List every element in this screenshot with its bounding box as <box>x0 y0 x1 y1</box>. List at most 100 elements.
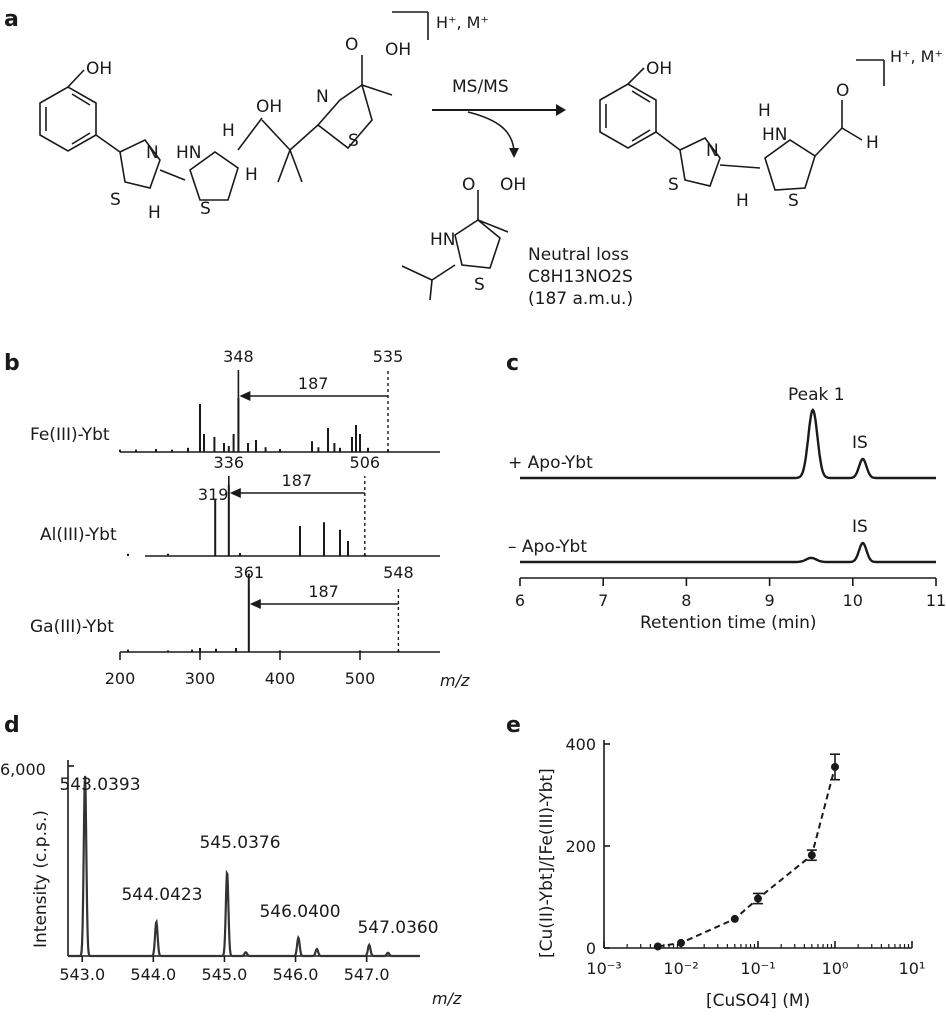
loss-arrow <box>467 111 515 151</box>
atom-h: H <box>245 165 258 185</box>
neutral-loss-structure: HN S O OH <box>401 175 526 301</box>
parent-ion-label: 548 <box>383 563 414 582</box>
atom-s: S <box>474 275 485 295</box>
reaction-arrow-head <box>556 104 566 116</box>
atom-o: O <box>836 81 849 101</box>
ring-double-bond <box>631 129 651 142</box>
atom-h: H <box>758 101 771 121</box>
ring-double-bond <box>71 93 91 106</box>
parent-ion-label: 535 <box>373 347 404 366</box>
series-label-ga: Ga(III)-Ybt <box>30 617 114 637</box>
phenol-ring <box>39 86 97 152</box>
oh-bond <box>627 67 645 85</box>
panel-b-ms-spectra: b Fe(III)-Ybt Al(III)-Ybt Ga(III)-Ybt m/… <box>4 347 470 690</box>
series-label-fe: Fe(III)-Ybt <box>30 425 110 445</box>
is-annotation-minus: IS <box>852 517 868 537</box>
x-tick-label: 10 <box>843 591 863 610</box>
aldehyde-bond <box>814 127 843 157</box>
chain-bond <box>289 124 319 151</box>
atom-h: H <box>148 203 161 223</box>
x-tick-label: 10⁻² <box>663 959 698 978</box>
methyl-bond <box>429 279 433 301</box>
bridge-bond <box>719 164 761 169</box>
x-tick-label: 9 <box>765 591 775 610</box>
atom-s: S <box>110 190 121 210</box>
methyl-bond <box>277 149 291 183</box>
trace-label-minus: – Apo-Ybt <box>508 537 587 557</box>
panel-c-label: c <box>506 351 519 376</box>
atom-oh: OH <box>385 40 411 60</box>
x-tick-label: 8 <box>681 591 691 610</box>
y-axis-label: Intensity (c.p.s.) <box>31 810 51 948</box>
hydroxyl-label: OH <box>86 59 112 79</box>
data-point <box>730 914 739 923</box>
bridge-bond <box>159 169 186 181</box>
neutral-loss-label: 187 <box>308 582 339 601</box>
atom-n: N <box>146 143 159 163</box>
panel-c-chromatogram: c + Apo-Ybt – Apo-Ybt Peak 1 IS IS Reten… <box>506 351 946 633</box>
fragment-label: 348 <box>223 347 254 366</box>
ring-double-bond <box>631 90 651 103</box>
x-axis-label: [CuSO4] (M) <box>706 991 810 1011</box>
chain-bond <box>237 117 263 151</box>
hydroxyl-label: OH <box>646 59 672 79</box>
atom-n: N <box>316 87 329 107</box>
panel-e-scatter: e [Cu(II)-Ybt]/[Fe(III)-Ybt] [CuSO4] (M)… <box>506 713 925 1011</box>
atom-s: S <box>668 175 679 195</box>
y-axis-label: [Cu(II)-Ybt]/[Fe(III)-Ybt] <box>537 768 557 958</box>
x-tick-label: 10¹ <box>899 959 926 978</box>
data-point <box>831 762 839 771</box>
x-tick-label: 10⁻¹ <box>740 959 775 978</box>
product-structure: OH N S H HN S H O H H⁺, M⁺ <box>599 47 943 211</box>
x-tick-label: 10⁰ <box>822 959 849 978</box>
chromatogram-trace <box>520 408 936 480</box>
thiazolidine-ring <box>189 151 239 201</box>
atom-h: H <box>736 191 749 211</box>
is-annotation-plus: IS <box>852 433 868 453</box>
atom-hn: HN <box>762 125 788 145</box>
panel-d-isotope-spectrum: d 6,000 Intensity (c.p.s.) m/z 543.03935… <box>0 713 462 1008</box>
chain-bond <box>261 119 291 151</box>
neutral-loss-mass: (187 a.m.u.) <box>528 289 633 309</box>
x-tick-label: 500 <box>345 669 376 688</box>
atom-s: S <box>788 191 799 211</box>
y-tick-label: 400 <box>565 735 596 754</box>
neutral-loss-arrow-head <box>239 391 251 401</box>
atom-h: H <box>222 121 235 141</box>
loss-arrow-head <box>509 148 519 158</box>
x-tick-label: 300 <box>185 669 216 688</box>
atom-hn: HN <box>176 143 202 163</box>
x-tick-label: 544.0 <box>130 965 176 984</box>
peak-label: 544.0423 <box>121 885 202 905</box>
panel-d-label: d <box>4 713 20 738</box>
aldehyde-bond <box>841 127 863 141</box>
methyl-bond <box>289 149 303 183</box>
thiazolidine-ring <box>764 139 816 191</box>
peak-label: 543.0393 <box>59 775 140 795</box>
parent-ion-label: 506 <box>350 453 381 472</box>
atom-h: H <box>866 133 879 153</box>
x-tick-label: 546.0 <box>273 965 319 984</box>
x-tick-label: 547.0 <box>344 965 390 984</box>
x-axis-label: m/z <box>432 989 462 1008</box>
neutral-loss-title: Neutral loss <box>528 245 629 265</box>
fragment-ring <box>454 219 501 269</box>
atom-oh: OH <box>256 97 282 117</box>
series-label-al: Al(III)-Ybt <box>40 525 117 545</box>
atom-s: S <box>348 131 359 151</box>
thiazoline-ring-2 <box>316 83 373 150</box>
x-tick-label: 543.0 <box>59 965 105 984</box>
ring-double-bond <box>71 132 91 145</box>
neutral-loss-arrow-head <box>229 488 241 498</box>
panel-a: a OH N S H HN S H OH H <box>4 7 943 309</box>
oh-bond <box>67 69 85 88</box>
peak-label: 547.0360 <box>357 918 438 938</box>
peak-label: 545.0376 <box>199 833 280 853</box>
trace-label-plus: + Apo-Ybt <box>508 453 593 473</box>
neutral-loss-formula: C8H13NO2S <box>528 267 633 287</box>
isotope-trace <box>68 775 420 958</box>
y-tick-label: 0 <box>586 939 596 958</box>
fragment-label: 319 <box>198 485 229 504</box>
alkene-bond <box>431 264 456 281</box>
phenol-ring <box>599 83 657 149</box>
